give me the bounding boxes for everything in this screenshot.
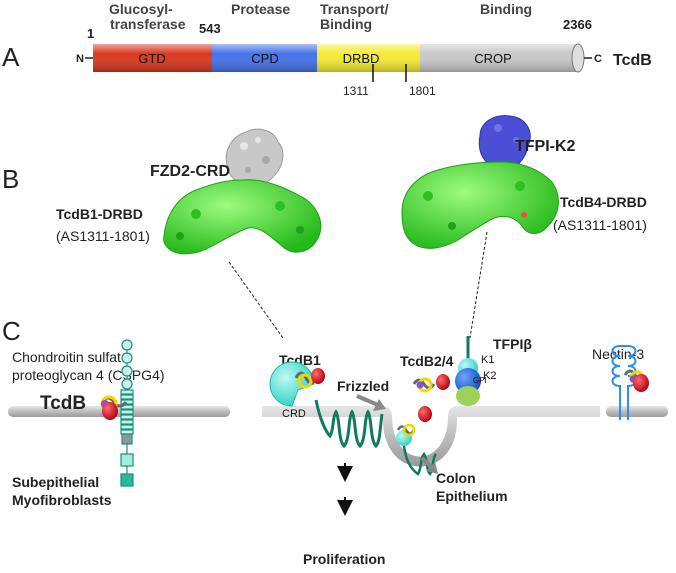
cspg4-label-line1: Chondroitin sulfate: [12, 349, 129, 365]
gtd-function-line1: Glucosyl-: [109, 1, 173, 17]
frizzled-arrow-head: [373, 399, 386, 411]
tcdb-toxin-icon: [100, 395, 128, 420]
protein-name: TcdB: [613, 52, 652, 69]
fzd2-crd-structure: [225, 128, 284, 186]
position-end: 2366: [563, 17, 592, 32]
fzd2-crd-label: FZD2-CRD: [150, 163, 230, 180]
tcdb4-drbd-range: (AS1311-1801): [553, 217, 647, 233]
cpd-function-label: Protease: [231, 1, 290, 17]
panel-a-letter: A: [2, 42, 20, 72]
k1-label: K1: [481, 354, 494, 366]
domain-gtd-label: GTD: [138, 51, 165, 66]
c-terminus: C: [594, 53, 602, 65]
tcdb1-drbd-label: TcdB1-DRBD: [56, 206, 143, 222]
position-543: 543: [199, 21, 221, 36]
left-zoom-line: [228, 261, 284, 339]
drbd-function-line2: Binding: [320, 16, 372, 32]
nectin-toxin-icon: [623, 369, 649, 392]
cspg4-receptor: [120, 339, 134, 487]
tfpi-k2-structure: [478, 115, 531, 171]
crd-label: CRD: [282, 408, 306, 420]
drbd-function-line1: Transport/: [320, 1, 389, 17]
frizzled-arrow: [356, 394, 379, 407]
gpi-label: GPI: [473, 376, 487, 385]
panel-c-letter: C: [2, 316, 21, 346]
panel-b: B FZD2-CRD TcdB1-DRBD (AS1311-1801) TFPI…: [2, 115, 647, 339]
endocytosis-arrow: [420, 456, 434, 470]
position-start: 1: [87, 26, 94, 41]
domain-drbd-label: DRBD: [343, 51, 380, 66]
tfpi-beta-label: TFPIβ: [493, 336, 532, 352]
subepithelial-label-line2: Myofibroblasts: [12, 492, 112, 508]
tcdb1-drbd-structure: [163, 179, 322, 255]
k2-label: K2: [483, 370, 496, 382]
tcdb1-drbd-range: (AS1311-1801): [56, 228, 150, 244]
tfpi-beta-receptor: [455, 336, 481, 406]
right-zoom-line: [469, 231, 488, 339]
panel-c: C Chondroitin sulfate proteoglycan 4 (CS…: [2, 316, 668, 567]
frizzled-receptor: [269, 361, 384, 449]
crop-function-label: Binding: [480, 1, 532, 17]
nectin-label: Nectin-3: [592, 346, 644, 362]
domain-cpd-label: CPD: [251, 51, 278, 66]
position-1311: 1311: [343, 84, 369, 98]
tfpi-k2-label: TFPI-K2: [515, 138, 576, 155]
subepithelial-label-line1: Subepithelial: [12, 474, 99, 490]
n-terminus: N: [76, 53, 84, 65]
membrane-segment-left: [8, 406, 230, 417]
panel-a: A Glucosyl- transferase Protease Transpo…: [2, 1, 652, 98]
panel-b-letter: B: [2, 164, 19, 194]
gtd-function-line2: transferase: [110, 16, 186, 32]
colon-label-line1: Colon: [436, 470, 476, 486]
frizzled-label: Frizzled: [337, 378, 389, 394]
bar-right-cap: [571, 43, 585, 73]
proliferation-label: Proliferation: [303, 551, 385, 567]
tcdb24-label: TcdB2/4: [400, 353, 454, 369]
tcdb-label: TcdB: [40, 393, 86, 414]
tcdb4-drbd-label: TcdB4-DRBD: [560, 194, 647, 210]
colon-label-line2: Epithelium: [436, 488, 508, 504]
membrane-segment-right: [606, 406, 668, 417]
tcdb24-toxin-icon: [412, 374, 450, 393]
position-1801: 1801: [409, 84, 436, 98]
bar-shading: [93, 44, 578, 72]
tcdb4-drbd-structure: [401, 161, 559, 249]
membrane-segment-middle: [262, 406, 600, 467]
endocytosis-arrow-head: [426, 462, 438, 474]
domain-crop-label: CROP: [474, 51, 512, 66]
cspg4-label-line2: proteoglycan 4 (CSPG4): [12, 367, 165, 383]
tcdb1-toxin-icon: [294, 368, 325, 389]
